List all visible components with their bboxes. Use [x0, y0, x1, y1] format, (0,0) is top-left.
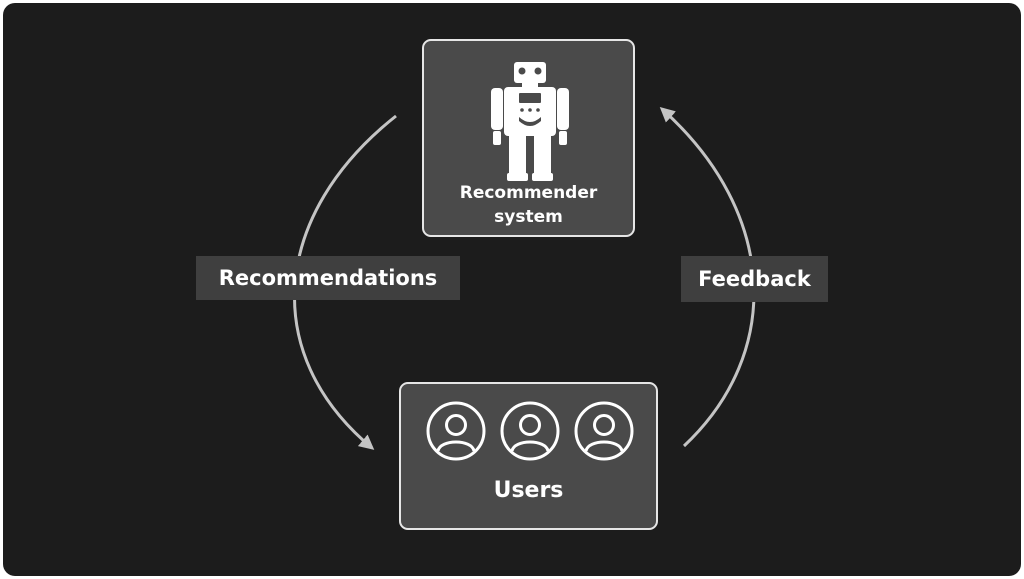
recommendations-label: Recommendations: [196, 256, 460, 300]
recommender-title-line1: Recommender: [459, 183, 598, 203]
user-icon: [500, 401, 560, 461]
users-title: Users: [493, 478, 564, 503]
recommender-title-line2: system: [494, 207, 563, 227]
recommender-system-title: Recommender system: [424, 181, 633, 229]
diagram-canvas: Recommender system Users Recommendations…: [3, 3, 1021, 576]
feedback-label: Feedback: [681, 256, 828, 302]
user-icon: [426, 401, 486, 461]
robot-icon: [491, 62, 569, 181]
users-node: Users: [399, 382, 658, 530]
recommender-system-node: Recommender system: [422, 39, 635, 237]
user-icon: [574, 401, 634, 461]
